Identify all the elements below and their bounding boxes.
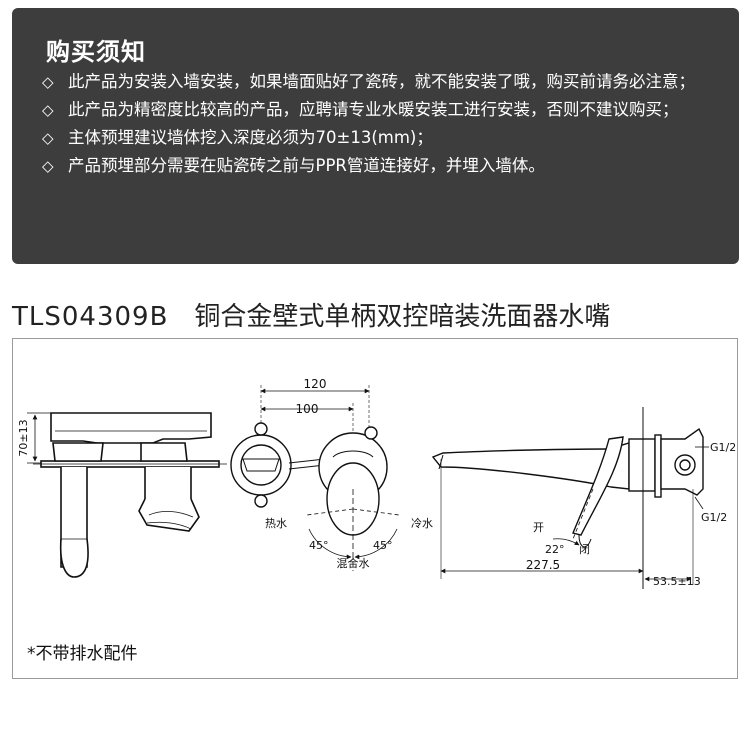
angle-22-label: 22° [545,543,565,556]
product-name: 铜合金壁式单柄双控暗装洗面器水嘴 [194,302,611,332]
label-open: 开 [533,521,544,534]
left-depth-dim: 70±13 [17,419,30,456]
diamond-bullet-icon: ◇ [42,73,54,91]
notice-item: ◇ 此产品为安装入墙安装，如果墙面贴好了瓷砖，就不能安装了哦，购买前请务必注意； [42,68,722,96]
notice-item-text: 此产品为安装入墙安装，如果墙面贴好了瓷砖，就不能安装了哦，购买前请务必注意； [68,72,695,91]
notice-title: 购买须知 [46,38,146,66]
label-close: 闭 [579,543,590,556]
angle-left-label: 45° [309,539,329,552]
technical-drawing-frame: 70±13 120 100 热水 冷水 45° 45° 混合水 G1/2 G1/… [12,338,738,679]
dim-length-label: 227.5 [526,558,560,572]
dim-wall-label: 53.5±13 [653,575,701,588]
left-view [27,412,227,578]
front-dim-outer: 120 [304,377,327,391]
notice-item-text: 产品预埋部分需要在贴瓷砖之前与PPR管道连接好，并埋入墙体。 [68,156,545,175]
drainage-note: *不带排水配件 [27,644,138,664]
notice-panel: 购买须知 ◇ 此产品为安装入墙安装，如果墙面贴好了瓷砖，就不能安装了哦，购买前请… [12,8,739,264]
label-hot-water: 热水 [265,517,287,530]
notice-item: ◇ 主体预埋建议墙体挖入深度必须为70±13(mm)； [42,124,722,152]
notice-item-text: 此产品为精密度比较高的产品，应聘请专业水暖安装工进行安装，否则不建议购买； [68,100,679,119]
notice-item-text: 主体预埋建议墙体挖入深度必须为70±13(mm)； [68,128,433,147]
front-view [230,385,400,571]
side-view [431,407,709,589]
notice-item: ◇ 此产品为精密度比较高的产品，应聘请专业水暖安装工进行安装，否则不建议购买； [42,96,722,124]
label-cold-water: 冷水 [411,517,433,530]
diamond-bullet-icon: ◇ [42,129,54,147]
product-title: TLS04309B 铜合金壁式单柄双控暗装洗面器水嘴 [12,296,610,333]
diamond-bullet-icon: ◇ [42,157,54,175]
thread-top-label: G1/2 [710,441,736,454]
notice-list: ◇ 此产品为安装入墙安装，如果墙面贴好了瓷砖，就不能安装了哦，购买前请务必注意；… [42,68,722,180]
product-code: TLS04309B [12,302,169,332]
diamond-bullet-icon: ◇ [42,101,54,119]
technical-drawing: 70±13 120 100 热水 冷水 45° 45° 混合水 G1/2 G1/… [17,377,736,589]
front-dim-inner: 100 [296,402,319,416]
notice-item: ◇ 产品预埋部分需要在贴瓷砖之前与PPR管道连接好，并埋入墙体。 [42,152,722,180]
angle-right-label: 45° [373,539,393,552]
label-mixed-water: 混合水 [337,556,370,570]
thread-bottom-label: G1/2 [701,511,727,524]
